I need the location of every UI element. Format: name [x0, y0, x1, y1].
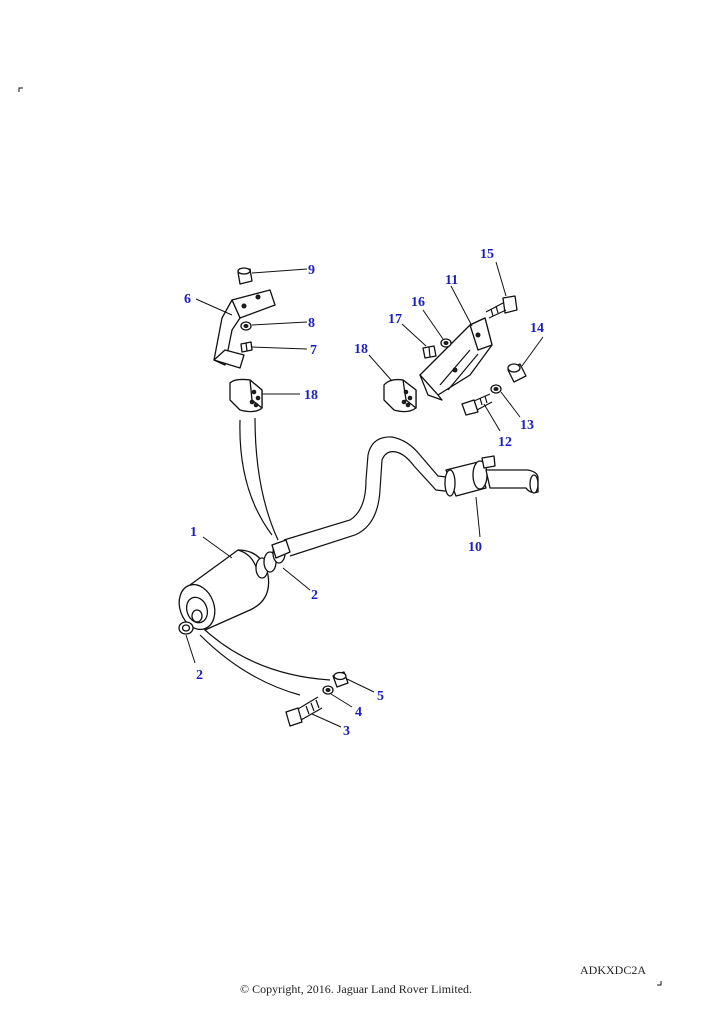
rear-bracket-nut-small [440, 338, 452, 348]
callout-5: 5 [377, 689, 384, 704]
intermediate-pipe [283, 436, 456, 557]
silencer-outlet-clamp [255, 539, 291, 579]
rear-bracket-bolt-lower [461, 393, 493, 416]
corner-mark-top-left [18, 87, 23, 92]
callout-2-upper: 2 [311, 588, 318, 603]
callout-7: 7 [310, 343, 317, 358]
lower-nut [332, 671, 349, 688]
callout-16: 16 [411, 295, 425, 310]
gasket-lower [178, 621, 194, 635]
callout-3: 3 [343, 724, 350, 739]
silencer-assembly [178, 549, 270, 631]
rear-mounting-bracket [419, 317, 493, 401]
callout-10: 10 [468, 540, 482, 555]
callout-13: 13 [520, 418, 534, 433]
callout-2-lower: 2 [196, 668, 203, 683]
rear-bracket-washer [490, 384, 502, 394]
tailpipe-assembly [444, 455, 539, 497]
rear-bracket-bolt [485, 295, 518, 319]
callout-6: 6 [184, 292, 191, 307]
callout-12: 12 [498, 435, 512, 450]
rubber-mounting-front [229, 378, 263, 413]
corner-mark-bottom-right [657, 981, 662, 986]
lower-bolt [285, 696, 323, 727]
callout-15: 15 [480, 247, 494, 262]
rubber-mounting-rear [383, 378, 417, 413]
rear-bracket-nut [422, 345, 437, 359]
rear-bracket-spacer [507, 363, 527, 383]
callout-9: 9 [308, 263, 315, 278]
callout-18-front: 18 [304, 388, 318, 403]
bracket-stud [237, 267, 253, 285]
callout-4: 4 [355, 705, 362, 720]
lower-washer [322, 685, 334, 695]
callout-18-rear: 18 [354, 342, 368, 357]
diagram-reference-code: ADKXDC2A [580, 963, 646, 977]
leader-lines [185, 261, 544, 728]
copyright-notice: © Copyright, 2016. Jaguar Land Rover Lim… [239, 982, 473, 996]
front-mounting-bracket [213, 289, 276, 369]
callout-11: 11 [445, 273, 458, 288]
callout-17: 17 [388, 312, 402, 327]
bracket-nut [240, 341, 253, 353]
callout-8: 8 [308, 316, 315, 331]
callout-14: 14 [530, 321, 544, 336]
bracket-washer [240, 321, 252, 331]
callout-1: 1 [190, 525, 197, 540]
